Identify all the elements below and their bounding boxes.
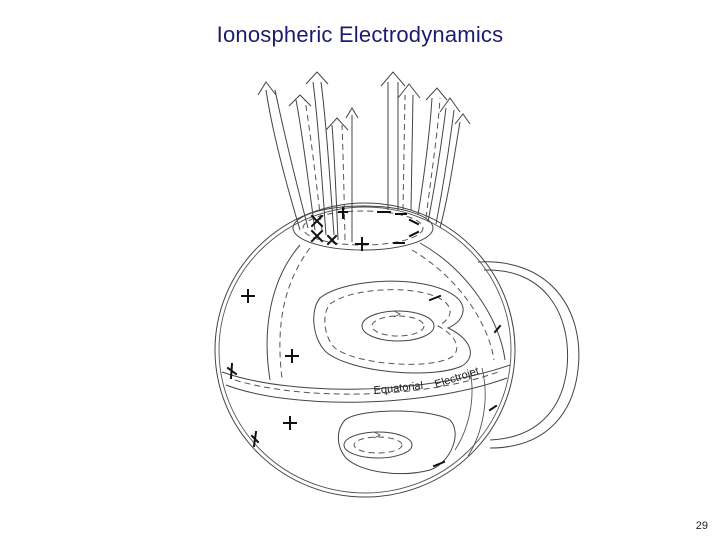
meridional-current-paths [267,243,505,456]
magnetosphere-lobe [478,262,579,448]
page-number: 29 [696,520,708,532]
northern-current-vortex [314,281,471,373]
plus-sign [252,432,258,446]
negative-charge-signs [378,212,500,466]
plus-sign [286,350,298,362]
cross-sign [312,231,322,241]
plus-sign [356,238,368,250]
field-aligned-currents [258,72,470,242]
minus-sign [490,406,496,410]
plus-sign [284,417,296,429]
cross-sign [328,236,336,244]
plus-sign [242,290,254,302]
equatorial-label: Equatorial [373,380,424,397]
positive-charge-signs [228,208,368,446]
electrojet-label: Electrojet [433,365,480,391]
